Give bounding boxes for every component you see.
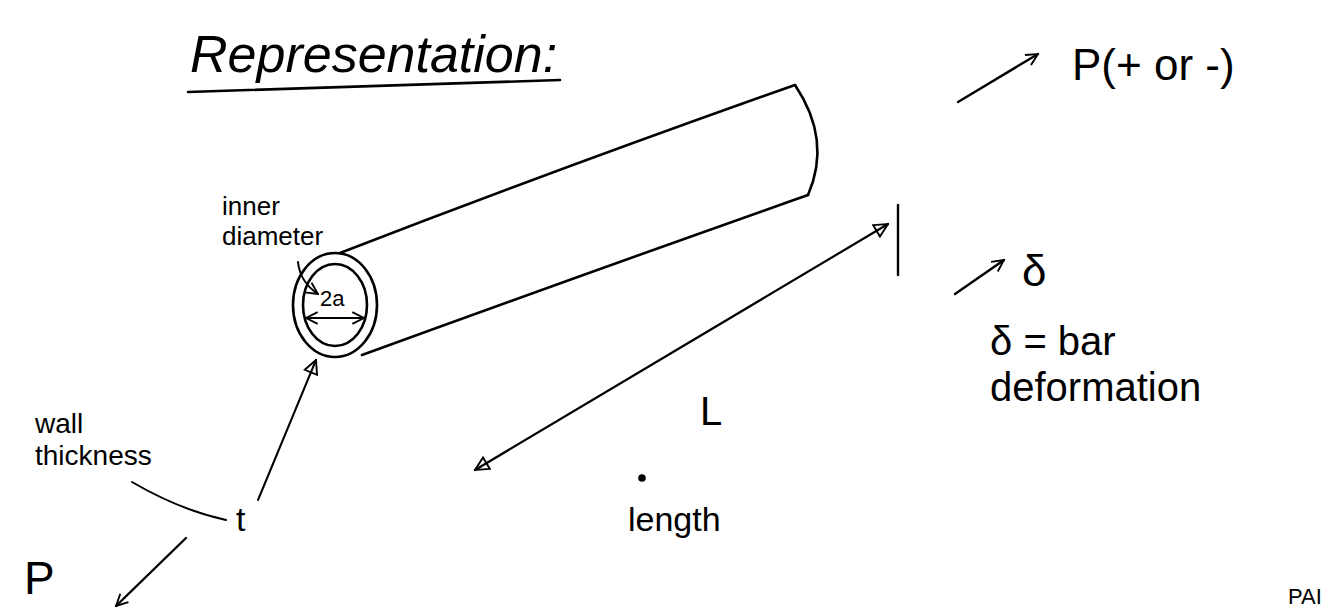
- watermark: PAI: [1288, 584, 1322, 609]
- load-arrow: [958, 54, 1038, 102]
- tube-far-end: [795, 85, 817, 195]
- thickness-arrow: [258, 360, 316, 500]
- tube-top-edge: [340, 85, 795, 253]
- dimension-label: 2a: [320, 286, 344, 311]
- title: Representation:: [190, 24, 557, 84]
- diameter-arrow: [306, 317, 364, 319]
- load-label: P: [24, 552, 55, 605]
- dot: [640, 476, 645, 481]
- tube-bottom-edge: [362, 195, 808, 355]
- dimension-label: length: [628, 500, 721, 539]
- length-dimension: [475, 224, 888, 470]
- tube-inner-end: [303, 264, 367, 346]
- load-arrow: [116, 538, 186, 606]
- note: δ = bar deformation: [990, 318, 1230, 410]
- dimension-tick: [897, 205, 899, 275]
- leader-line: [132, 482, 226, 520]
- part-label: wall thickness: [35, 408, 155, 472]
- dimension-label: L: [700, 388, 722, 434]
- dimension-label: t: [236, 500, 245, 539]
- load-label: P(+ or -): [1072, 40, 1235, 91]
- tube-outer-end: [293, 253, 377, 357]
- part-label: inner diameter: [222, 192, 352, 252]
- leader-line: [298, 262, 318, 294]
- dimension-label: δ: [1022, 246, 1047, 297]
- deformation-arrow: [955, 260, 1004, 294]
